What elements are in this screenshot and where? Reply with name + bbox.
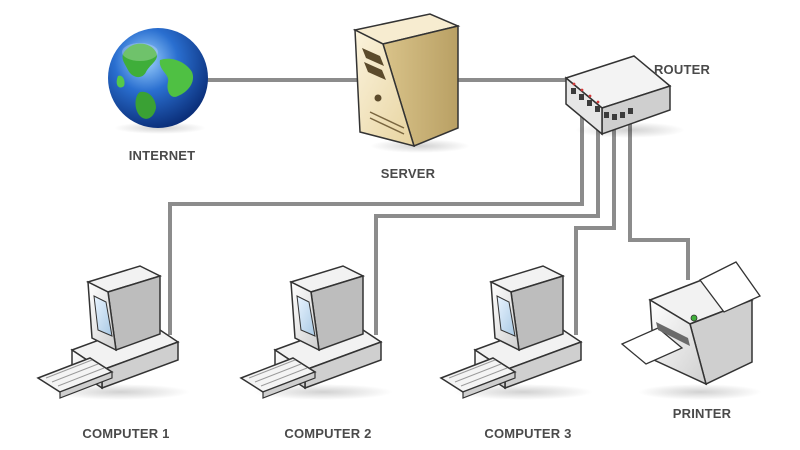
label-computer-3: COMPUTER 3 (484, 426, 572, 441)
router-switch-icon (564, 55, 685, 138)
globe-icon (108, 28, 208, 134)
label-computer-1: COMPUTER 1 (82, 426, 170, 441)
label-router: ROUTER (653, 62, 711, 77)
printer-icon (620, 261, 762, 400)
computer-3 (439, 265, 593, 400)
label-server: SERVER (380, 166, 436, 181)
cable-router-printer (628, 124, 690, 280)
desktop-computer-icon (36, 265, 190, 400)
computer-2 (239, 265, 393, 400)
cable-router-computer2 (374, 116, 600, 335)
label-computer-2: COMPUTER 2 (284, 426, 372, 441)
desktop-computer-icon (239, 265, 393, 400)
server-tower-icon (352, 13, 470, 153)
label-printer: PRINTER (672, 406, 732, 421)
cables (168, 78, 690, 335)
desktop-computer-icon (439, 265, 593, 400)
cable-router-computer3 (574, 120, 616, 335)
cable-router-computer1 (168, 112, 584, 335)
label-internet: INTERNET (128, 148, 196, 163)
computer-1 (36, 265, 190, 400)
